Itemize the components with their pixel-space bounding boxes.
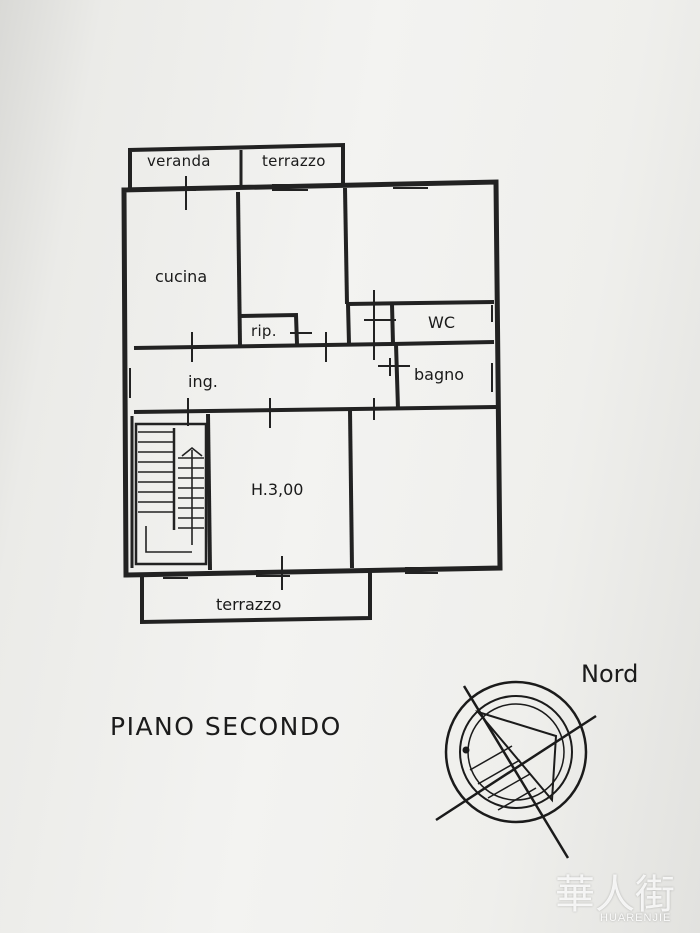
stair-wall: [206, 413, 212, 571]
room-label-terrazzo-bottom: terrazzo: [216, 595, 282, 614]
ceiling-height-label: H.3,00: [251, 480, 304, 499]
watermark-logo: 華人街: [555, 872, 675, 918]
corridor-north-wall: [133, 342, 393, 350]
plan-title: PIANO SECONDO: [110, 712, 342, 741]
watermark-text: HUARENJIE: [600, 912, 672, 924]
room-label-ripostiglio: rip.: [251, 322, 277, 340]
north-label: Nord: [581, 660, 639, 688]
room-label-ingresso: ing.: [188, 372, 218, 391]
room-label-bagno: bagno: [414, 365, 465, 384]
corridor-south-wall: [133, 405, 497, 414]
bottom-terrazzo-outline: [140, 571, 372, 625]
room-label-cucina: cucina: [155, 267, 208, 286]
wall-kitchen-east: [236, 191, 242, 347]
closet-wall: [239, 312, 299, 345]
room-label-wc: WC: [428, 313, 455, 332]
staircase: [134, 422, 208, 566]
wall-lower-mid: [348, 409, 354, 569]
room-label-terrazzo-top: terrazzo: [262, 152, 326, 170]
room-label-veranda: veranda: [147, 152, 211, 170]
north-compass: [435, 680, 597, 859]
wall-mid-upper: [343, 187, 349, 305]
outer-wall: [121, 179, 503, 578]
veranda-outline: [128, 142, 345, 188]
